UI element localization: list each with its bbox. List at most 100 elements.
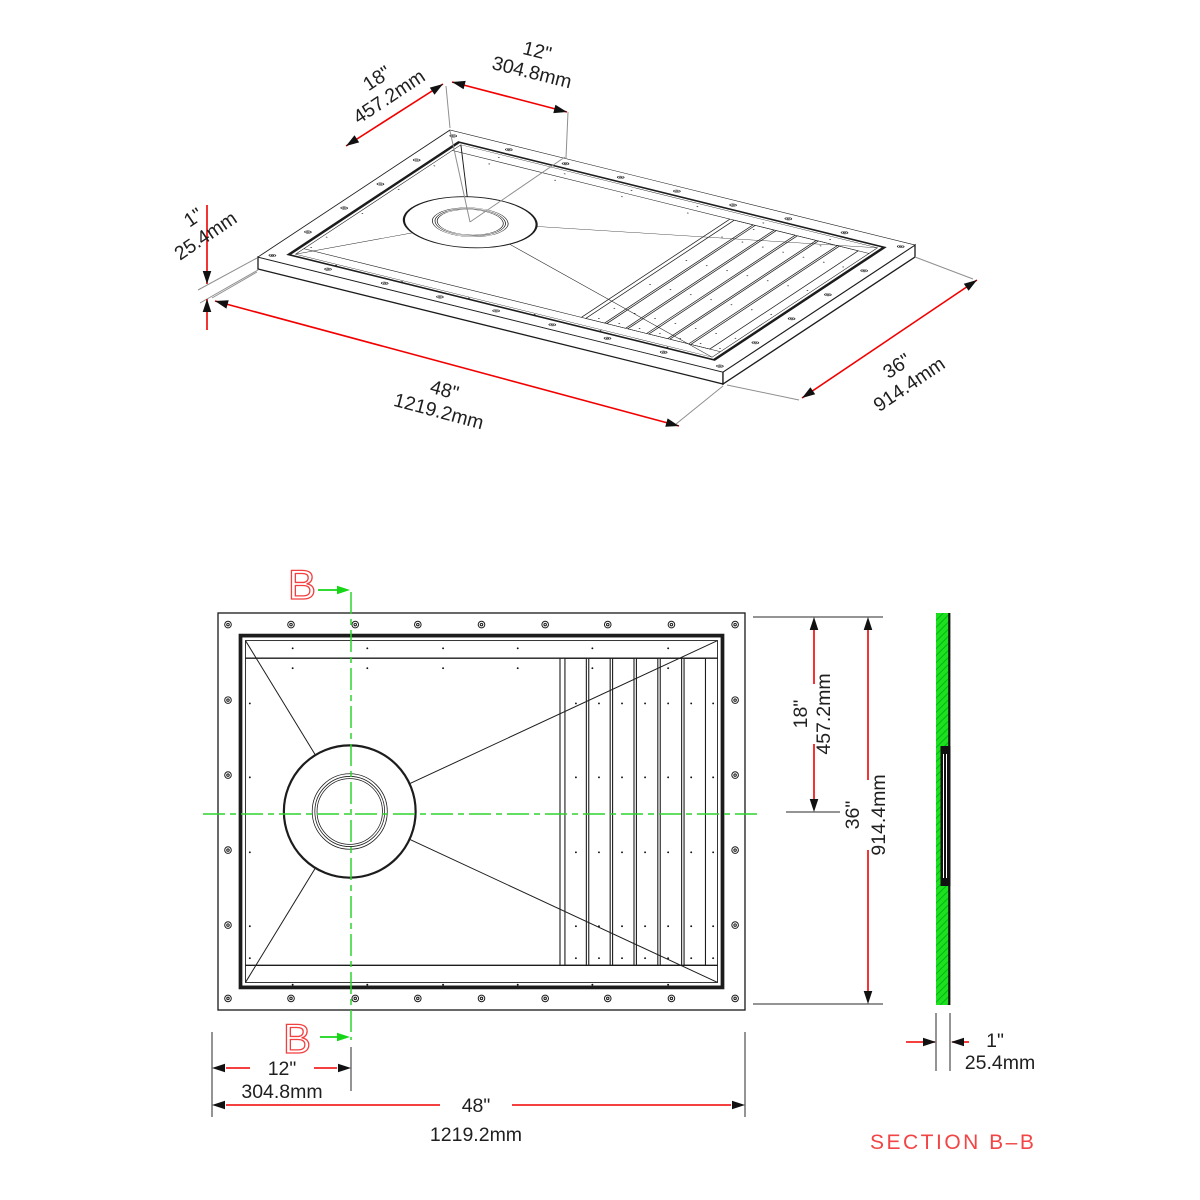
- pilot-hole-dot: [248, 925, 251, 928]
- pilot-hole-dot: [248, 776, 251, 779]
- bolt-hole: [734, 997, 736, 1000]
- bolt-hole: [673, 189, 681, 193]
- pilot-hole-dot: [669, 289, 672, 291]
- bolt-hole: [731, 696, 739, 704]
- pilot-hole-dot: [787, 285, 790, 287]
- bolt-hole: [603, 994, 612, 1003]
- drain-flange-circle: [282, 744, 417, 879]
- dim-label-457mm: 457.2mm: [813, 673, 835, 754]
- bolt-hole: [379, 183, 382, 185]
- bolt-hole: [541, 620, 549, 629]
- bolt-hole: [787, 218, 789, 220]
- pilot-hole-dot: [591, 983, 594, 986]
- bolt-hole: [439, 296, 441, 298]
- dimension-arrowhead: [202, 299, 212, 312]
- pilot-hole-dot: [770, 314, 773, 315]
- bolt-hole: [734, 924, 736, 926]
- cut-marker-top: B: [287, 560, 350, 609]
- dim-label-12in: 12": [268, 1058, 297, 1080]
- bolt-hole: [376, 182, 385, 186]
- dimension-arrowhead: [429, 84, 443, 95]
- pilot-hole-dot: [574, 957, 577, 960]
- bolt-hole: [551, 324, 553, 325]
- section-view: 1" 25.4mm SECTION B–B: [870, 613, 1035, 1154]
- pilot-hole-dot: [291, 983, 294, 986]
- bolt-hole: [290, 623, 292, 626]
- pilot-hole-dot: [690, 925, 693, 928]
- pilot-hole-dot: [667, 647, 670, 650]
- iso-extension-line: [199, 269, 259, 304]
- iso-drain-leader: [469, 156, 566, 223]
- pilot-hole-dot: [621, 702, 623, 705]
- bolt-hole: [354, 997, 356, 1000]
- bolt-hole: [224, 771, 232, 779]
- pilot-hole-dot: [366, 983, 369, 986]
- pilot-hole-dot: [598, 957, 600, 960]
- bolt-hole: [731, 771, 739, 779]
- dimension-arrowhead: [809, 617, 819, 630]
- dimension-arrowhead: [809, 799, 819, 812]
- pilot-hole-dot: [690, 702, 693, 705]
- pilot-hole-dot: [667, 776, 670, 779]
- bolt-hole: [784, 217, 793, 221]
- pilot-hole-dot: [516, 647, 519, 650]
- pilot-hole-dot: [802, 256, 805, 258]
- dimension-arrowhead: [665, 418, 679, 427]
- dimension-arrowhead: [338, 1063, 351, 1073]
- pan-inner-border: [245, 640, 718, 983]
- bolt-hole: [224, 846, 232, 854]
- pilot-hole-dot: [361, 213, 364, 214]
- pilot-hole-dot: [726, 270, 728, 272]
- pan-inner-border: [294, 144, 879, 358]
- dim-plan-36in: 36" 914.4mm: [842, 617, 890, 1004]
- drain-ring-circle: [314, 776, 386, 847]
- bolt-hole: [544, 623, 546, 626]
- pilot-hole-dot: [715, 333, 718, 334]
- bolt-hole: [616, 175, 625, 179]
- dimension-arrowhead: [963, 280, 977, 291]
- drain-slat: [635, 657, 659, 966]
- iso-extension-line: [914, 256, 974, 280]
- bolt-hole: [480, 997, 483, 1000]
- bolt-hole: [384, 282, 386, 284]
- bolt-hole: [414, 620, 422, 629]
- bolt-hole: [224, 620, 232, 629]
- cut-letter-top: B: [288, 561, 316, 608]
- pilot-hole-dot: [497, 157, 500, 158]
- bolt-hole: [304, 230, 312, 234]
- pilot-hole-dot: [248, 702, 251, 705]
- slope-fold-line: [509, 244, 713, 358]
- pilot-hole-dot: [649, 284, 652, 286]
- dim-label-304mm: 304.8mm: [241, 1081, 322, 1103]
- bolt-hole: [863, 270, 865, 271]
- bolt-hole: [544, 997, 546, 1000]
- bolt-hole: [452, 135, 454, 137]
- bolt-hole: [734, 849, 736, 851]
- bolt-hole: [541, 994, 549, 1003]
- pilot-hole-dot: [712, 925, 715, 928]
- pilot-hole-dot: [674, 323, 677, 324]
- dim-label-48in: 48": [462, 1095, 491, 1117]
- drain-slat: [669, 240, 838, 345]
- pilot-hole-dot: [644, 702, 647, 705]
- pilot-hole-dot: [712, 851, 715, 854]
- pilot-hole-dot: [721, 236, 724, 238]
- bolt-hole: [324, 267, 332, 271]
- dimension-arrowhead: [452, 80, 466, 90]
- bolt-hole: [676, 190, 678, 192]
- bolt-hole: [734, 699, 736, 701]
- bolt-hole: [840, 231, 849, 235]
- bolt-hole: [731, 620, 739, 629]
- drain-slat: [648, 235, 817, 339]
- bolt-hole: [548, 323, 557, 327]
- bolt-hole: [351, 620, 360, 629]
- bolt-hole: [227, 623, 229, 626]
- pilot-hole-dot: [696, 206, 699, 208]
- pilot-hole-dot: [842, 266, 845, 268]
- bolt-hole: [492, 309, 500, 313]
- bolt-hole: [307, 231, 309, 233]
- pilot-hole-dot: [690, 776, 693, 779]
- pilot-hole-dot: [666, 346, 669, 348]
- bolt-hole: [731, 921, 739, 929]
- bolt-hole: [508, 149, 510, 150]
